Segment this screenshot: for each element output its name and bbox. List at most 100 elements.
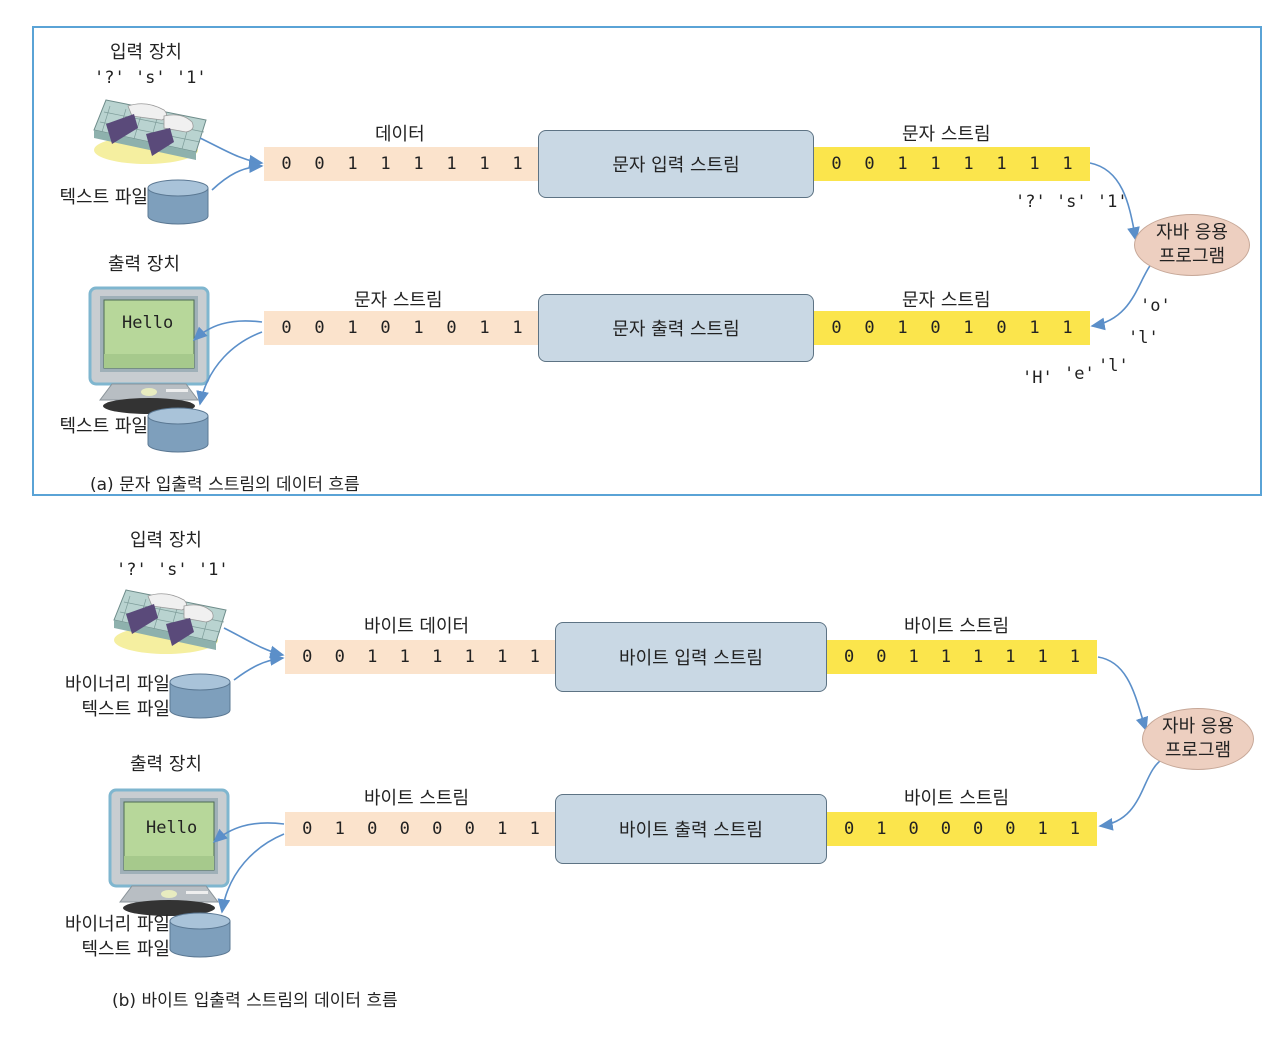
bit: 0 [464,819,475,839]
disk-icon [147,179,209,225]
bit: 1 [399,647,410,667]
binary-file-label: 바이너리 파일 [64,914,170,935]
bit: 0 [1005,819,1016,839]
stream-label: 문자 스트림 [902,290,991,311]
bit: 1 [380,154,391,174]
binary-file-label: 바이너리 파일 [64,674,170,695]
bit: 0 [302,819,313,839]
bit: 1 [512,154,523,174]
keyboard-icon [113,589,227,655]
bit: 1 [1005,647,1016,667]
bit: 0 [864,154,875,174]
app-label-line1: 자바 응용 [1162,716,1234,737]
bit: 1 [347,154,358,174]
bit: 0 [367,819,378,839]
bit: 1 [996,154,1007,174]
app-label-line2: 프로그램 [1158,246,1226,267]
char-output-stream-box: 문자 출력 스트림 [538,294,814,362]
file-label: 바이너리 파일 텍스트 파일 [40,912,170,962]
bit: 0 [380,318,391,338]
bit: 0 [844,819,855,839]
caption-a: (a) 문자 입출력 스트림의 데이터 흐름 [90,475,360,495]
stream-label: 문자 스트림 [902,124,991,145]
bit: 1 [497,819,508,839]
bit: 0 [973,819,984,839]
bit: 1 [908,647,919,667]
input-chars: '?' 's' '1' [94,68,207,88]
bit: 0 [876,647,887,667]
input-chars: '?' 's' '1' [116,560,229,580]
text-file-label: 텍스트 파일 [81,939,170,960]
byte-input-stream-box: 바이트 입력 스트림 [555,622,827,692]
bit: 1 [413,318,424,338]
bit: 1 [930,154,941,174]
bit: 1 [413,154,424,174]
file-label: 바이너리 파일 텍스트 파일 [40,672,170,722]
bit-strip: 0 1 0 0 0 0 1 1 [827,812,1097,846]
data-label: 데이터 [375,124,425,145]
bit: 1 [497,647,508,667]
bit: 1 [1037,819,1048,839]
bit: 0 [432,819,443,839]
stream-chars: '?' 's' '1' [1015,192,1128,212]
disk-icon [147,407,209,453]
data-label: 문자 스트림 [354,290,443,311]
bit: 1 [464,647,475,667]
bit: 0 [446,318,457,338]
bit: 0 [281,154,292,174]
bit: 0 [940,819,951,839]
bit: 1 [1062,154,1073,174]
java-app-ellipse: 자바 응용 프로그램 [1134,214,1250,276]
bit: 0 [831,318,842,338]
data-label: 바이트 데이터 [364,616,470,637]
bit: 0 [831,154,842,174]
input-device-label: 입력 장치 [110,42,182,63]
bit: 1 [334,819,345,839]
char-o: 'o' [1140,296,1171,316]
bit: 1 [1062,318,1073,338]
bit: 1 [446,154,457,174]
text-file-label: 텍스트 파일 [59,187,148,208]
bit: 0 [908,819,919,839]
java-app-ellipse: 자바 응용 프로그램 [1142,708,1254,770]
bit: 1 [512,318,523,338]
stream-label: 바이트 스트림 [904,616,1010,637]
bit: 1 [1029,318,1040,338]
bit: 0 [334,647,345,667]
caption-b: (b) 바이트 입출력 스트림의 데이터 흐름 [112,991,398,1011]
char-l: 'l' [1098,356,1129,376]
bit: 1 [1069,819,1080,839]
bit: 0 [864,318,875,338]
text-file-label: 텍스트 파일 [81,699,170,720]
bit: 1 [963,318,974,338]
app-label-line1: 자바 응용 [1156,222,1228,243]
text-file-label: 텍스트 파일 [59,416,148,437]
data-label: 바이트 스트림 [364,788,470,809]
bit: 1 [1029,154,1040,174]
bit: 0 [302,647,313,667]
disk-icon [169,673,231,719]
bit: 1 [432,647,443,667]
char-l: 'l' [1128,328,1159,348]
bit: 0 [930,318,941,338]
bit: 1 [479,318,490,338]
disk-icon [169,912,231,958]
bit: 1 [897,318,908,338]
bit: 1 [479,154,490,174]
bit: 1 [940,647,951,667]
bit: 1 [1069,647,1080,667]
bit: 1 [963,154,974,174]
byte-output-stream-box: 바이트 출력 스트림 [555,794,827,864]
bit: 0 [314,318,325,338]
bit: 1 [347,318,358,338]
bit: 1 [876,819,887,839]
output-device-label: 출력 장치 [130,754,202,775]
keyboard-icon [93,99,207,165]
app-label-line2: 프로그램 [1164,740,1232,761]
